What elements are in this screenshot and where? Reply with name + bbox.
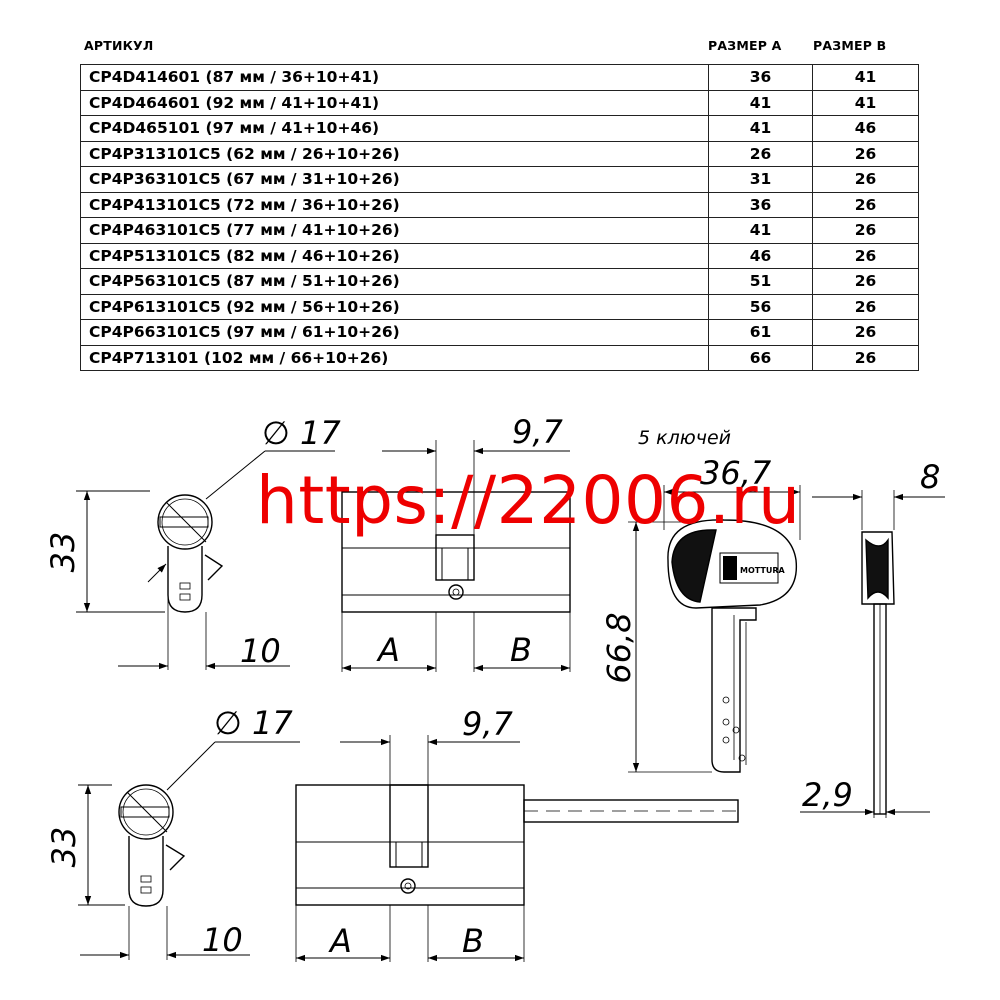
size-a-cell: 36 — [708, 64, 813, 91]
header-size-a: РАЗМЕР А — [708, 38, 782, 53]
size-b-label-bottom: B — [462, 922, 484, 960]
size-a-cell: 41 — [708, 89, 813, 116]
key-width-label: 36,7 — [700, 454, 772, 492]
article-cell: CP4P563101C5 (87 мм / 51+10+26) — [80, 268, 709, 295]
profile-end-view-bottom — [118, 784, 186, 960]
article-cell: CP4D465101 (97 мм / 41+10+46) — [80, 115, 709, 142]
profile-end-view-top — [157, 494, 224, 670]
size-a-cell: 56 — [708, 293, 813, 320]
article-cell: CP4P613101C5 (92 мм / 56+10+26) — [80, 293, 709, 320]
size-a-cell: 36 — [708, 191, 813, 218]
key-side-view — [861, 490, 895, 818]
height-label-top: 33 — [44, 532, 82, 573]
key-count-caption: 5 ключей — [638, 427, 731, 449]
cam-label-top: 9,7 — [512, 413, 564, 451]
key-thickness-label: 8 — [920, 458, 940, 496]
profile-dimensions-bottom — [78, 741, 300, 959]
width-label-top: 10 — [240, 632, 281, 670]
size-a-cell: 26 — [708, 140, 813, 167]
width-label-bottom: 10 — [202, 921, 243, 959]
size-b-cell: 26 — [812, 344, 919, 371]
article-cell: CP4D414601 (87 мм / 36+10+41) — [80, 64, 709, 91]
key-side-dimensions — [800, 493, 945, 816]
height-label-bottom: 33 — [45, 827, 83, 868]
diameter-label-bottom: ∅ 17 — [214, 704, 293, 742]
cylinder-dimensions-top — [342, 447, 570, 672]
size-b-cell: 26 — [812, 191, 919, 218]
watermark-url: https://22006.ru — [256, 462, 801, 539]
cylinder-side-view-top — [341, 440, 571, 672]
key-dimensions — [632, 488, 800, 772]
size-b-cell: 26 — [812, 268, 919, 295]
key-blade-label: 2,9 — [802, 776, 853, 814]
size-b-cell: 26 — [812, 242, 919, 269]
size-b-cell: 41 — [812, 64, 919, 91]
key-length-label: 66,8 — [600, 612, 638, 683]
size-a-label-top: A — [376, 631, 400, 669]
size-b-cell: 26 — [812, 140, 919, 167]
size-a-label-bottom: A — [328, 922, 352, 960]
article-cell: CP4P413101C5 (72 мм / 36+10+26) — [80, 191, 709, 218]
article-cell: CP4P463101C5 (77 мм / 41+10+26) — [80, 217, 709, 244]
profile-dimensions-top — [76, 450, 335, 670]
article-cell: CP4P713101 (102 мм / 66+10+26) — [80, 344, 709, 371]
header-article: АРТИКУЛ — [84, 38, 154, 53]
cylinder-dimensions-bottom — [296, 738, 524, 962]
article-cell: CP4D464601 (92 мм / 41+10+41) — [80, 89, 709, 116]
cam-label-bottom: 9,7 — [462, 705, 514, 743]
size-b-cell: 26 — [812, 319, 919, 346]
header-size-b: РАЗМЕР В — [813, 38, 887, 53]
size-a-cell: 51 — [708, 268, 813, 295]
size-b-cell: 41 — [812, 89, 919, 116]
cylinder-side-view-bottom — [295, 735, 739, 962]
diameter-label-top: ∅ 17 — [262, 414, 341, 452]
size-a-cell: 61 — [708, 319, 813, 346]
size-a-cell: 66 — [708, 344, 813, 371]
size-b-label-top: B — [510, 631, 532, 669]
key-front-view — [628, 485, 801, 773]
article-cell: CP4P363101C5 (67 мм / 31+10+26) — [80, 166, 709, 193]
key-brand-logo: MOTTURA — [740, 566, 786, 575]
